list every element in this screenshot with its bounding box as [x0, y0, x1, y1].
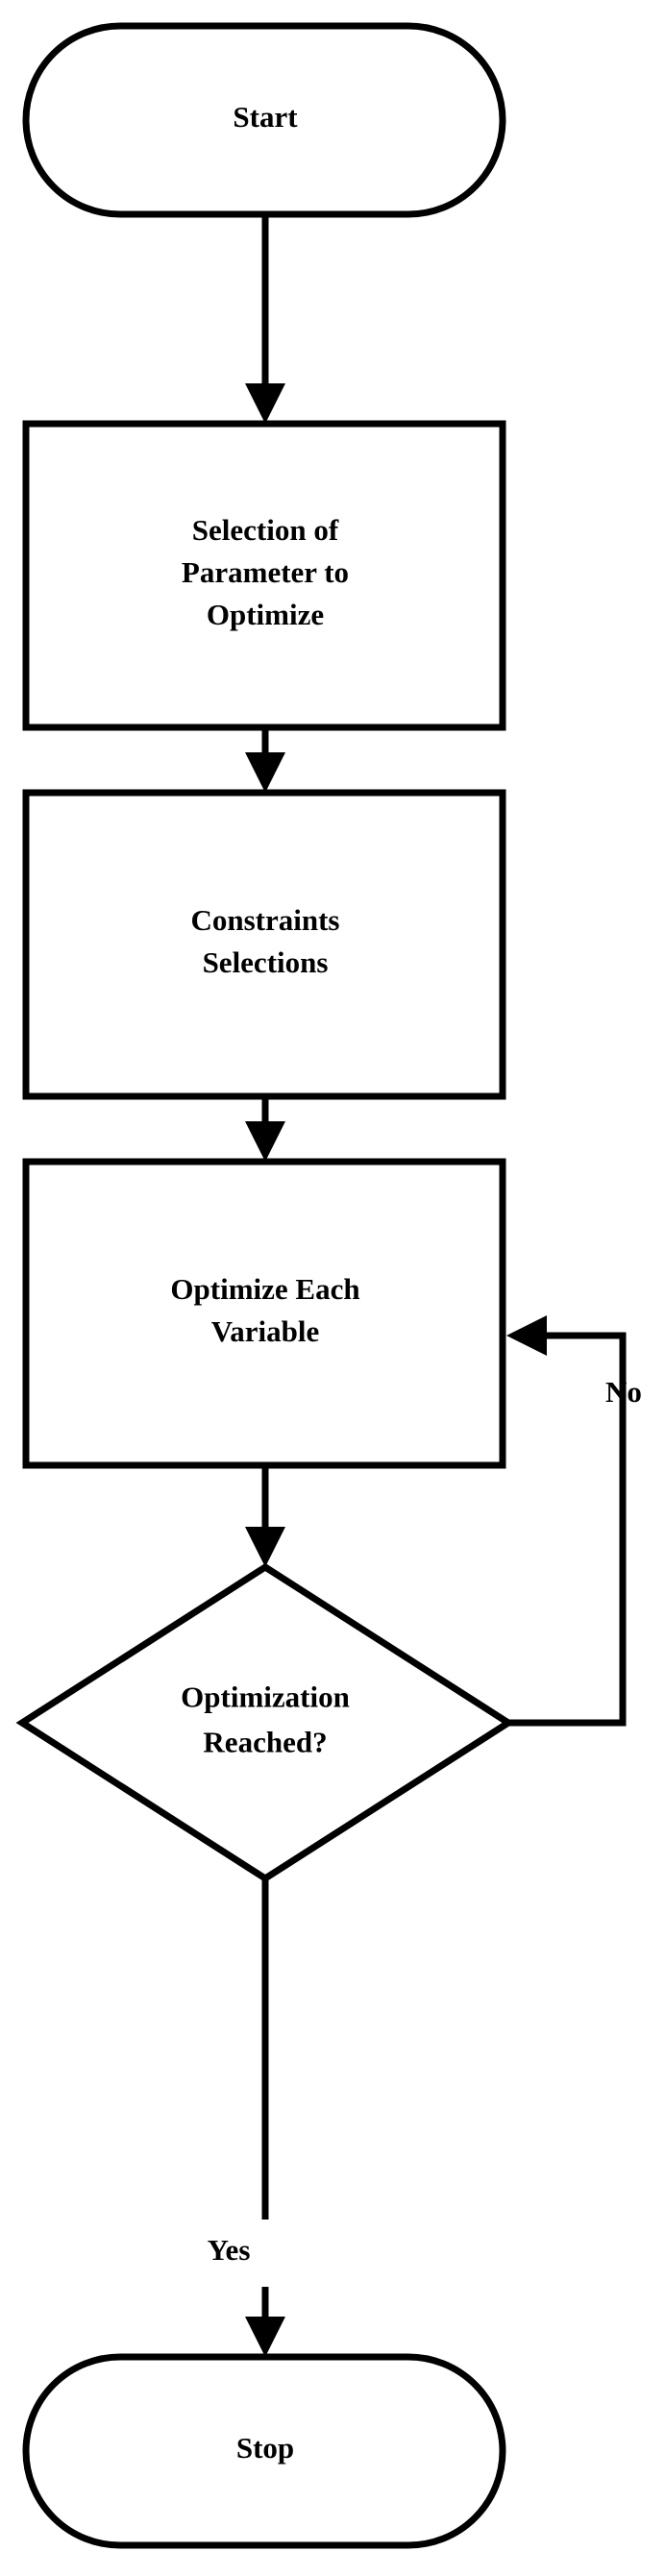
- node-selection-label-line1: Selection of: [192, 513, 339, 547]
- arrowhead-down-icon: [245, 2317, 285, 2357]
- edge-label-yes: Yes: [208, 2233, 251, 2267]
- connector-path: [508, 1332, 627, 1727]
- node-optimization-reached-decision[interactable]: Optimization Reached?: [15, 1562, 515, 1883]
- edge-decision-yes-to-stop: [245, 1878, 285, 2357]
- arrowhead-down-icon: [245, 752, 285, 793]
- node-optimize-label-line1: Optimize Each: [170, 1272, 359, 1306]
- node-selection-label-line3: Optimize: [207, 598, 324, 631]
- node-constraints-label-line1: Constraints: [190, 903, 339, 937]
- arrowhead-down-icon: [245, 1121, 285, 1162]
- process-shape: [22, 1158, 506, 1469]
- node-start[interactable]: Start: [22, 22, 506, 218]
- node-decision-label-line2: Reached?: [203, 1726, 327, 1759]
- node-selection-label-line2: Parameter to: [182, 555, 349, 589]
- node-decision-label-line1: Optimization: [181, 1681, 350, 1714]
- process-shape: [22, 420, 506, 731]
- terminator-shape: [22, 2353, 506, 2549]
- arrowhead-left-icon: [506, 1315, 547, 1356]
- edge-selection-to-constraints: [245, 727, 285, 793]
- edge-label-no: No: [605, 1375, 642, 1409]
- terminator-shape: [22, 22, 506, 218]
- node-optimize-each-variable[interactable]: Optimize Each Variable: [22, 1158, 506, 1469]
- node-stop[interactable]: Stop: [22, 2353, 506, 2549]
- arrowhead-down-icon: [245, 1527, 285, 1567]
- node-optimize-label-line2: Variable: [211, 1314, 320, 1348]
- node-constraints-selections[interactable]: Constraints Selections: [22, 789, 506, 1100]
- node-stop-label: Stop: [236, 2431, 294, 2465]
- edge-optimize-to-decision: [245, 1465, 285, 1567]
- edge-start-to-selection: [245, 214, 285, 424]
- node-constraints-label-line2: Selections: [203, 945, 329, 979]
- process-shape: [22, 789, 506, 1100]
- edge-constraints-to-optimize: [245, 1096, 285, 1162]
- node-start-label: Start: [233, 100, 298, 134]
- arrowhead-down-icon: [245, 383, 285, 424]
- edge-decision-no-to-optimize: [506, 1315, 627, 1727]
- decision-shape: [15, 1562, 515, 1883]
- node-selection-of-parameter[interactable]: Selection of Parameter to Optimize: [22, 420, 506, 731]
